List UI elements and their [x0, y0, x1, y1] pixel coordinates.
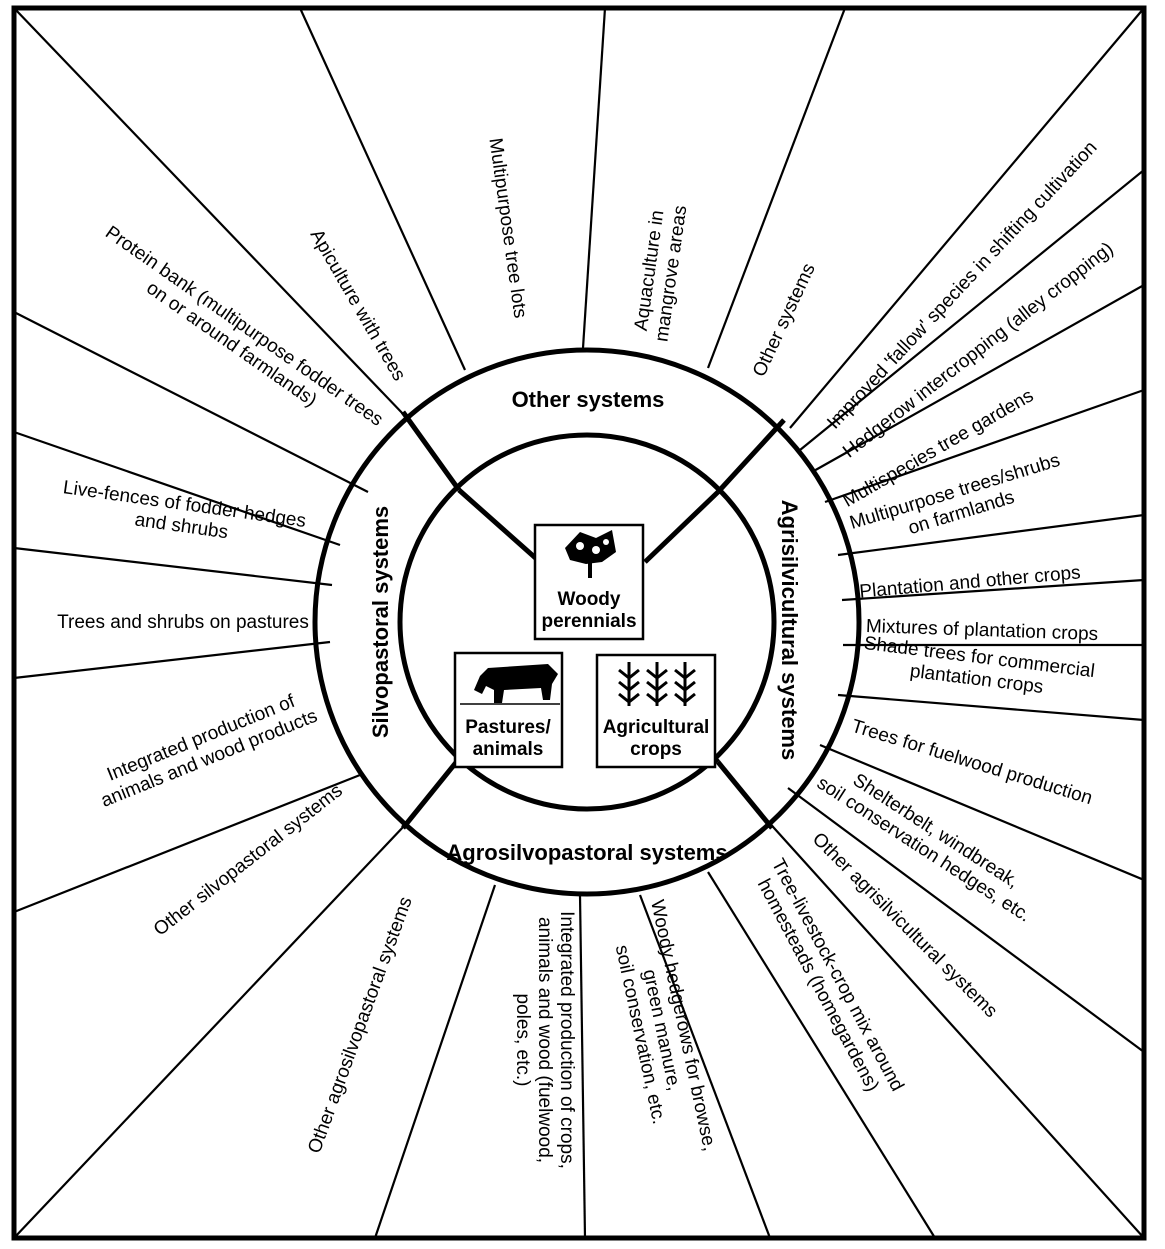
- separator-line: [14, 642, 330, 678]
- label-integrated-crops-animals-wood: Integrated production of crops,animals a…: [512, 911, 577, 1169]
- label-other-agrosilvopastoral: Other agrosilvopastoral systems: [304, 894, 417, 1156]
- label-line: homesteads (homegardens): [753, 876, 883, 1096]
- connector-nw: [459, 490, 540, 562]
- ring-divider-se: [718, 762, 772, 828]
- label-line: Protein bank (multipurpose fodder trees: [101, 222, 386, 431]
- label-line: poles, etc.): [512, 994, 533, 1087]
- separator-line: [580, 895, 585, 1238]
- ring-divider-sw: [403, 760, 458, 828]
- label-line: animals and wood (fuelwood,: [534, 917, 555, 1163]
- separator-line: [300, 8, 465, 370]
- pastures-label-line-1: Pastures/: [465, 717, 551, 738]
- label-other-systems-top: Other systems: [749, 260, 820, 380]
- label-line: Multipurpose tree lots: [484, 137, 530, 320]
- agricultural-crops-box: Agricultural crops: [597, 655, 715, 767]
- label-woody-hedgerows: Woody hedgerows for browse,green manure,…: [603, 898, 720, 1162]
- label-line: Trees and shrubs on pastures: [57, 612, 309, 633]
- woody-label-line-2: perennials: [541, 611, 636, 632]
- pastures-animals-box: Pastures/ animals: [455, 653, 562, 767]
- ring-divider-ne: [718, 420, 784, 492]
- woody-perennials-box: Woody perennials: [535, 525, 643, 639]
- label-multipurpose-tree-lots: Multipurpose tree lots: [484, 137, 530, 320]
- separator-line: [14, 8, 405, 416]
- separator-line: [14, 775, 360, 912]
- label-line: Other systems: [749, 260, 820, 380]
- crop-plants-icon: [619, 662, 695, 706]
- label-apiculture: Apiculture with trees: [306, 226, 410, 385]
- label-line: Other agrosilvopastoral systems: [304, 894, 417, 1156]
- sector-label-left: Silvopastoral systems: [368, 506, 393, 738]
- separator-line: [14, 312, 368, 492]
- label-line: Integrated production of crops,: [556, 911, 577, 1169]
- pastures-label-line-2: animals: [473, 739, 544, 760]
- label-line: soil conservation hedges, etc.: [813, 773, 1034, 927]
- ring-divider-nw: [403, 412, 459, 490]
- label-line: Shelterbelt, windbreak,: [849, 770, 1023, 893]
- connector-ne: [645, 492, 718, 562]
- woody-label-line-1: Woody: [558, 589, 621, 610]
- label-plantation-other-crops: Plantation and other crops: [859, 562, 1082, 602]
- crops-label-line-1: Agricultural: [603, 717, 710, 738]
- sector-label-bottom: Agrosilvopastoral systems: [446, 840, 727, 865]
- label-line: Apiculture with trees: [306, 226, 410, 385]
- separator-line: [14, 548, 332, 585]
- label-line: Plantation and other crops: [859, 562, 1082, 602]
- sector-label-top: Other systems: [512, 387, 665, 412]
- label-trees-shrubs-pastures: Trees and shrubs on pastures: [57, 612, 309, 633]
- sector-label-right: Agrisilvicultural systems: [777, 500, 802, 760]
- separator-line: [838, 695, 1144, 720]
- separator-line: [583, 8, 605, 348]
- crops-label-line-2: crops: [630, 739, 682, 760]
